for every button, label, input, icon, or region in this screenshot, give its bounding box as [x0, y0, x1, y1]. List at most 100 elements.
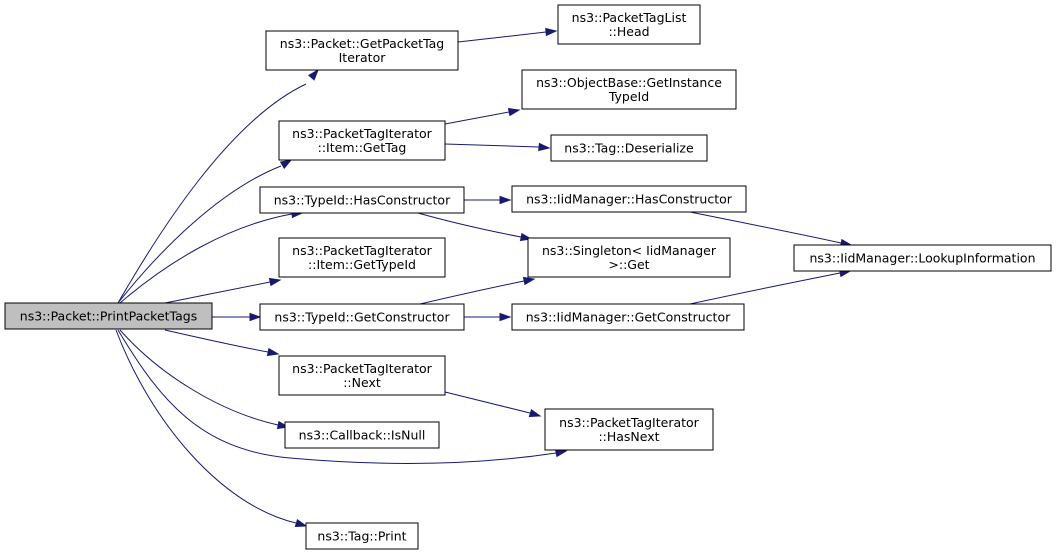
- node-label-line: ns3::PacketTagIterator: [292, 243, 432, 258]
- node-label-line: ns3::Callback::IsNull: [299, 428, 426, 443]
- node-box[interactable]: [511, 185, 747, 213]
- node-label-line: ::Item::GetTag: [318, 140, 407, 155]
- arrowhead-icon: [545, 27, 558, 37]
- arrowhead-icon: [266, 347, 280, 357]
- edge-line: [689, 272, 841, 305]
- arrowhead-icon: [268, 277, 282, 287]
- arrowhead-icon: [499, 195, 512, 205]
- edge-line: [419, 280, 525, 305]
- edge-line: [117, 83, 307, 304]
- node-box[interactable]: [278, 120, 446, 161]
- node-iidmanager-get-constructor[interactable]: ns3::IidManager::GetConstructor: [511, 303, 745, 331]
- node-label-line: ::HasNext: [598, 429, 659, 444]
- node-box[interactable]: [305, 522, 419, 550]
- node-label-line: ::Next: [343, 375, 381, 390]
- node-box[interactable]: [511, 303, 745, 331]
- call-edges: [115, 27, 853, 528]
- node-label-line: ns3::PacketTagIterator: [292, 126, 432, 141]
- arrowhead-icon: [528, 408, 542, 418]
- call-edge-item-get-tag-to-get-instance-typeid: [444, 107, 521, 125]
- arrowhead-icon: [522, 276, 536, 286]
- arrowhead-icon: [507, 107, 521, 117]
- node-box[interactable]: [278, 237, 446, 278]
- node-label-line: ns3::PacketTagIterator: [292, 361, 432, 376]
- node-label-line: Iterator: [339, 50, 387, 65]
- arrowhead-icon: [554, 448, 568, 458]
- node-box[interactable]: [259, 303, 465, 331]
- function-nodes: ns3::Packet::PrintPacketTags ns3::Packet:…: [4, 4, 1052, 550]
- node-label-line: ns3::Tag::Deserialize: [564, 141, 694, 156]
- node-label-line: ns3::Singleton< IidManager: [542, 243, 717, 258]
- node-tag-deserialize[interactable]: ns3::Tag::Deserialize: [550, 134, 708, 162]
- node-label-line: ns3::TypeId::HasConstructor: [274, 193, 451, 208]
- node-iterator-has-next[interactable]: ns3::PacketTagIterator::HasNext: [544, 408, 714, 451]
- call-edge-print-packet-tags-to-typeid-get-constructor: [212, 312, 262, 322]
- node-label-line: ns3::IidManager::LookupInformation: [809, 251, 1035, 266]
- node-box[interactable]: [521, 69, 737, 110]
- arrowhead-icon: [294, 518, 308, 528]
- node-item-get-typeid[interactable]: ns3::PacketTagIterator::Item::GetTypeId: [278, 237, 446, 278]
- call-edge-print-packet-tags-to-item-get-tag: [117, 159, 293, 304]
- node-label-line: >::Get: [608, 257, 649, 272]
- edge-line: [115, 329, 297, 524]
- call-edge-item-get-tag-to-tag-deserialize: [444, 142, 551, 152]
- arrowhead-icon: [538, 142, 551, 152]
- call-edge-print-packet-tags-to-iterator-next: [164, 329, 280, 357]
- edge-line: [119, 329, 279, 426]
- node-box[interactable]: [793, 244, 1052, 272]
- edge-line: [444, 143, 540, 148]
- node-iidmanager-has-constructor[interactable]: ns3::IidManager::HasConstructor: [511, 185, 747, 213]
- edge-line: [117, 329, 557, 464]
- node-label-line: ns3::PacketTagIterator: [559, 415, 699, 430]
- node-box[interactable]: [278, 355, 446, 396]
- node-label-line: TypeId: [608, 89, 649, 104]
- node-box[interactable]: [527, 237, 731, 278]
- node-print-packet-tags[interactable]: ns3::Packet::PrintPacketTags: [4, 302, 213, 330]
- node-box[interactable]: [557, 4, 701, 45]
- call-edge-print-packet-tags-to-callback-isnull: [119, 329, 290, 430]
- call-edge-get-packet-tag-iterator-to-packet-tag-list-head: [457, 27, 558, 43]
- node-label-line: ns3::Tag::Print: [317, 529, 406, 544]
- node-callback-isnull[interactable]: ns3::Callback::IsNull: [284, 421, 440, 449]
- node-iterator-next[interactable]: ns3::PacketTagIterator::Next: [278, 355, 446, 396]
- edge-line: [164, 281, 271, 304]
- call-edge-print-packet-tags-to-typeid-has-constructor: [119, 209, 304, 304]
- node-box[interactable]: [265, 30, 459, 71]
- node-box[interactable]: [4, 302, 213, 330]
- node-typeid-get-constructor[interactable]: ns3::TypeId::GetConstructor: [259, 303, 465, 331]
- edge-line: [689, 211, 842, 244]
- call-edge-print-packet-tags-to-item-get-typeid: [164, 277, 282, 304]
- arrowhead-icon: [499, 312, 512, 322]
- node-box[interactable]: [259, 186, 465, 214]
- node-packet-tag-list-head[interactable]: ns3::PacketTagList::Head: [557, 4, 701, 45]
- call-edge-typeid-get-constructor-to-iidmanager-get-constructor: [464, 312, 512, 322]
- node-label-line: ns3::IidManager::GetConstructor: [526, 310, 731, 325]
- node-label-line: ns3::ObjectBase::GetInstance: [536, 75, 722, 90]
- node-box[interactable]: [550, 134, 708, 162]
- node-tag-print[interactable]: ns3::Tag::Print: [305, 522, 419, 550]
- edge-line: [164, 329, 269, 353]
- call-edge-print-packet-tags-to-tag-print: [115, 329, 308, 528]
- call-edge-iterator-next-to-iterator-has-next: [444, 391, 542, 418]
- node-typeid-has-constructor[interactable]: ns3::TypeId::HasConstructor: [259, 186, 465, 214]
- call-edge-typeid-has-constructor-to-iidmanager-has-constructor: [464, 195, 512, 205]
- node-label-line: ::Item::GetTypeId: [308, 257, 416, 272]
- call-edge-typeid-has-constructor-to-singleton-get: [417, 212, 533, 242]
- arrowhead-icon: [307, 68, 319, 81]
- call-edge-typeid-get-constructor-to-singleton-get: [419, 276, 536, 305]
- edge-line: [457, 31, 547, 43]
- node-box[interactable]: [284, 421, 440, 449]
- edge-line: [444, 391, 531, 414]
- node-label-line: ns3::IidManager::HasConstructor: [526, 192, 733, 207]
- node-box[interactable]: [544, 408, 714, 451]
- node-singleton-get[interactable]: ns3::Singleton< IidManager>::Get: [527, 237, 731, 278]
- node-label-line: ns3::PacketTagList: [572, 10, 687, 25]
- node-item-get-tag[interactable]: ns3::PacketTagIterator::Item::GetTag: [278, 120, 446, 161]
- node-label-line: ns3::Packet::GetPacketTag: [280, 36, 444, 51]
- arrowhead-icon: [279, 159, 293, 170]
- node-lookup-information[interactable]: ns3::IidManager::LookupInformation: [793, 244, 1052, 272]
- edge-line: [119, 213, 293, 304]
